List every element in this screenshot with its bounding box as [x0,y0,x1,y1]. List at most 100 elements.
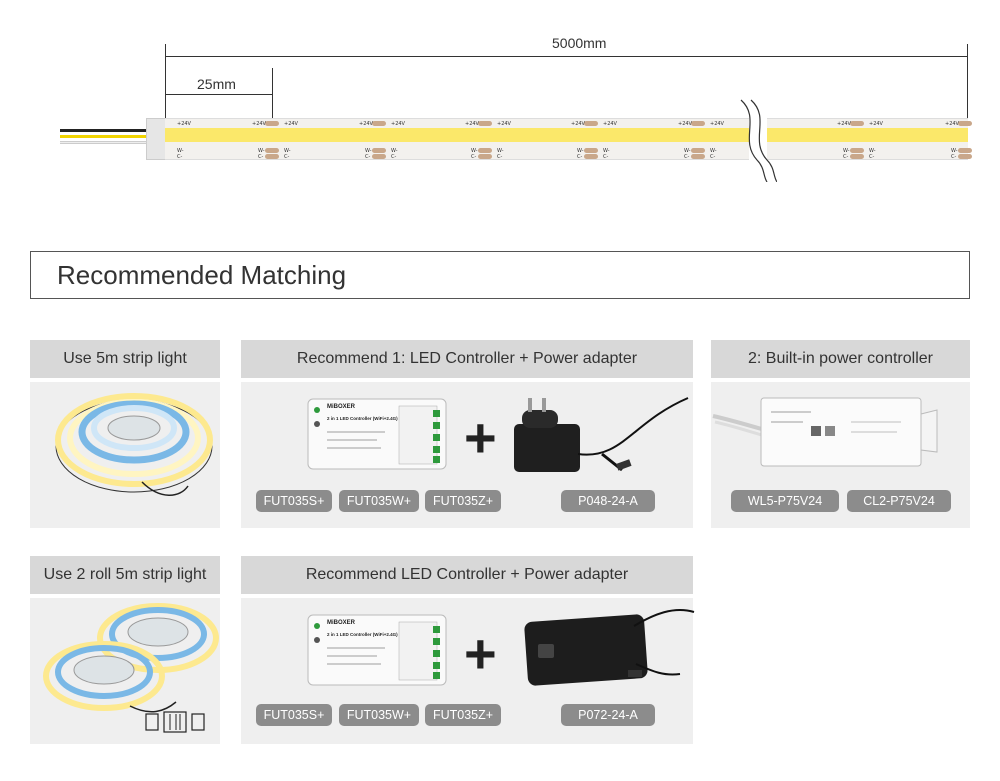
dimension-tick-right [967,44,968,120]
row1-recommend-heading: Recommend 1: LED Controller + Power adap… [241,340,693,378]
solder-pad [478,121,492,126]
label-w-left: W- [577,148,584,154]
builtin-controller-tag-0: WL5-P75V24 [731,490,839,512]
white-wire [60,141,148,144]
label-w-left: W- [951,148,958,154]
solder-pad [958,121,972,126]
solder-pad [478,154,492,159]
solder-pad [372,121,386,126]
row1-controller-tag-1: FUT035W+ [339,490,419,512]
label-c-right: C- [869,154,875,160]
row1-strip-image [30,382,220,528]
label-24v-left: +24V [837,121,851,127]
label-w-left: W- [843,148,850,154]
label-c-right: C- [710,154,716,160]
section-header: Recommended Matching [30,251,970,299]
controller-brand: MiBOXER [327,404,356,410]
strip-connector [146,118,166,160]
row2-plus-icon: + [464,622,497,685]
label-24v-right: +24V [497,121,511,127]
label-w-right: W- [497,148,504,154]
label-c-left: C- [577,154,583,160]
label-24v-right: +24V [391,121,405,127]
row1-builtin-heading: 2: Built-in power controller [711,340,970,378]
solder-pad [691,148,705,153]
led-controller-icon [307,398,447,470]
label-c-left: C- [258,154,264,160]
adapter-tag-p072: P072-24-A [561,704,655,726]
solder-pad [478,148,492,153]
led-controller-icon [307,614,447,686]
row1-controller-tag-0: FUT035S+ [256,490,332,512]
row1-controller-tag-2: FUT035Z+ [425,490,501,512]
label-c-left: C- [365,154,371,160]
row2-recommend-heading: Recommend LED Controller + Power adapter [241,556,693,594]
label-c-left: C- [843,154,849,160]
label-24v-right: +24V [177,121,191,127]
section-title: Recommended Matching [57,260,347,290]
label-24v-left: +24V [359,121,373,127]
break-symbol-icon [740,98,777,182]
solder-pad [958,148,972,153]
label-w-right: W- [869,148,876,154]
row1-plus-icon: + [464,406,497,469]
label-24v-left: +24V [571,121,585,127]
label-w-right: W- [603,148,610,154]
total-dimension-line [165,56,968,57]
row2-strip-image [30,598,220,744]
cob-light-band [165,128,968,142]
solder-pad [850,121,864,126]
label-c-left: C- [951,154,957,160]
solder-pad [372,148,386,153]
label-w-right: W- [177,148,184,154]
label-w-right: W- [710,148,717,154]
solder-pad [958,154,972,159]
strip-connector-icon [145,711,205,733]
solder-pad [584,148,598,153]
label-c-right: C- [177,154,183,160]
label-c-right: C- [284,154,290,160]
label-24v-right: +24V [869,121,883,127]
strip-reel-image [55,393,213,496]
segment-dimension-line [165,94,272,95]
solder-pad [265,148,279,153]
solder-pad [850,148,864,153]
builtin-controller-tag-1: CL2-P75V24 [847,490,951,512]
two-strip-reels-image [43,603,219,733]
solder-pad [584,121,598,126]
label-c-right: C- [391,154,397,160]
label-24v-left: +24V [465,121,479,127]
label-24v-left: +24V [678,121,692,127]
solder-pad [584,154,598,159]
label-w-right: W- [391,148,398,154]
solder-pad [691,154,705,159]
label-24v-left: +24V [945,121,959,127]
desktop-power-adapter-icon [524,608,695,686]
segment-length-label: 25mm [197,76,236,92]
label-w-left: W- [258,148,265,154]
built-in-power-controller-icon [712,397,938,467]
label-w-right: W- [284,148,291,154]
label-24v-right: +24V [603,121,617,127]
label-c-right: C- [603,154,609,160]
label-24v-right: +24V [710,121,724,127]
dimension-tick-left [165,44,166,120]
label-24v-left: +24V [252,121,266,127]
label-24v-right: +24V [284,121,298,127]
segment-tick [272,68,273,160]
label-w-left: W- [365,148,372,154]
row2-controller-tag-1: FUT035W+ [339,704,419,726]
row1-controller-image: MiBOXER 2 in 1 LED Controller (WiFi+2.4G… [307,398,447,470]
row1-strip-heading: Use 5m strip light [30,340,220,378]
row2-adapter-image [524,604,696,690]
total-length-label: 5000mm [552,35,607,51]
adapter-tag-p048: P048-24-A [561,490,655,512]
controller-name: 2 in 1 LED Controller (WiFi+2.4G) [327,632,398,637]
solder-pad [691,121,705,126]
controller-brand: MiBOXER [327,620,356,626]
label-c-left: C- [471,154,477,160]
row2-controller-tag-0: FUT035S+ [256,704,332,726]
row2-controller-image: MiBOXER 2 in 1 LED Controller (WiFi+2.4G… [307,614,447,686]
label-w-left: W- [471,148,478,154]
power-adapter-icon [514,397,689,472]
